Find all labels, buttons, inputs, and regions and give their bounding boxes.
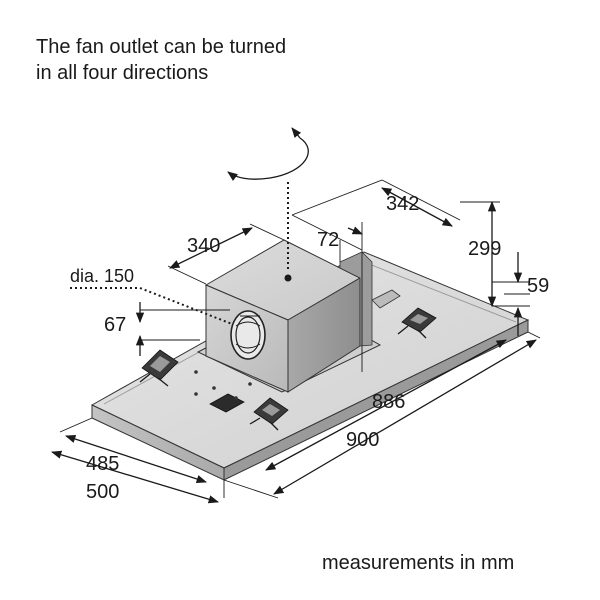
caption: The fan outlet can be turned in all four… [36,34,286,86]
label-500: 500 [86,481,119,503]
dim-299 [460,200,500,308]
mounting-holes [194,370,252,400]
rotation-axis-point [284,274,292,282]
fan-outlet [230,310,266,360]
dim-dia-leader [70,287,233,325]
caption-line-1: The fan outlet can be turned [36,36,287,58]
dim-342 [291,179,461,251]
mounting-clip-right [397,307,437,339]
label-340: 340 [187,235,220,257]
measurements-note: measurements in mm [322,552,515,574]
label-485: 485 [86,453,119,475]
label-72: 72 [317,229,339,251]
dim-340 [167,223,285,285]
rotation-arrow-icon [227,127,309,181]
rear-bracket [371,289,401,309]
dim-500 [51,450,225,504]
label-dia-150: dia. 150 [70,266,134,286]
label-886: 886 [372,391,405,413]
caption-line-2: in all four directions [36,62,209,84]
label-900: 900 [346,429,379,451]
label-59: 59 [527,275,549,297]
label-67: 67 [104,314,126,336]
dim-900 [223,331,541,499]
label-299: 299 [468,238,501,260]
dim-67 [135,302,230,356]
dim-59 [492,252,530,336]
mounting-clip-left [139,349,179,387]
label-342: 342 [386,193,419,215]
